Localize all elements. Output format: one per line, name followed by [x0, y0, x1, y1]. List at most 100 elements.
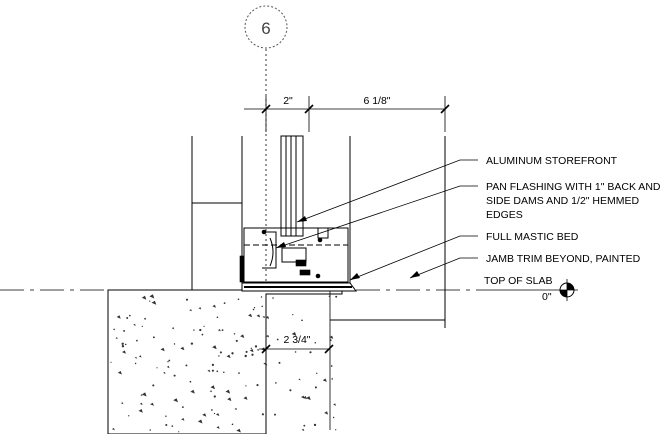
aggregate-speck	[254, 345, 258, 348]
pan-flashing-profile	[262, 231, 277, 269]
aggregate-speck	[141, 325, 143, 328]
aggregate-speck	[113, 328, 115, 331]
aggregate-speck	[231, 352, 234, 355]
aggregate-speck	[248, 313, 253, 318]
aggregate-speck	[150, 402, 154, 406]
aggregate-speck	[156, 367, 158, 369]
dim-bottom: 2 3/4"	[283, 334, 310, 346]
grid-bubble-circle	[244, 5, 288, 49]
aggregate-speck	[331, 378, 334, 380]
anchor-clip	[299, 269, 311, 276]
aggregate-speck	[250, 347, 252, 349]
aggregate-speck	[165, 415, 167, 417]
aggregate-speck	[121, 345, 125, 348]
aggregate-speck	[173, 343, 176, 345]
aggregate-speck	[314, 342, 317, 344]
end-dam	[239, 255, 245, 283]
aggregate-speck	[149, 429, 151, 431]
aggregate-speck	[116, 315, 121, 319]
aggregate-speck	[138, 355, 142, 358]
elevation-marker-icon	[556, 279, 578, 301]
aggregate-speck	[134, 362, 137, 365]
leader-jamb	[409, 257, 478, 279]
aggregate-speck	[301, 428, 305, 431]
aggregate-speck	[303, 396, 307, 400]
note-mastic: FULL MASTIC BED	[486, 231, 579, 243]
aggregate-speck	[171, 327, 175, 330]
elevation-value: 0"	[542, 291, 552, 303]
aggregate-speck	[276, 338, 279, 341]
aggregate-speck	[213, 412, 216, 415]
aggregate-speck	[272, 297, 274, 299]
aggregate-speck	[234, 407, 237, 410]
arrow-storefront	[297, 216, 307, 222]
leader-arrowheads	[276, 216, 420, 280]
aggregate-speck	[173, 398, 178, 403]
aggregate-speck	[329, 335, 334, 339]
aggregate-speck	[227, 397, 232, 402]
aggregate-speck	[136, 339, 138, 342]
aggregate-speck	[294, 351, 297, 353]
aggregate-speck	[301, 395, 305, 399]
aggregate-speck	[256, 384, 259, 387]
aggregate-speck	[265, 316, 270, 319]
aggregate-speck	[124, 343, 127, 346]
mullion-body	[280, 135, 304, 237]
aggregate-speck	[335, 429, 337, 431]
aggregate-speck	[332, 416, 335, 419]
aggregate-speck	[292, 314, 294, 316]
aggregate-speck	[245, 350, 248, 353]
aggregate-speck	[209, 390, 212, 393]
tick-5	[324, 344, 334, 354]
aggregate-speck	[233, 333, 236, 335]
aggregate-speck	[180, 346, 185, 351]
aggregate-speck	[261, 413, 264, 416]
aggregate-speck	[197, 419, 203, 424]
dim-top-right: 6 1/8"	[363, 95, 390, 107]
aggregate-speck	[133, 323, 136, 326]
grid-bubble: 6	[244, 5, 288, 49]
aggregate-speck	[251, 353, 254, 356]
aggregate-speck	[166, 365, 170, 369]
aggregate-speck	[212, 304, 216, 308]
aggregate-speck	[160, 347, 165, 352]
aggregate-speck	[221, 329, 224, 332]
aggregate-speck	[181, 418, 185, 421]
top-dimension-string	[244, 96, 450, 132]
aggregate-speck	[163, 371, 166, 374]
storefront-mullion	[243, 135, 349, 283]
arrow-pan	[276, 242, 286, 248]
aggregate-speck	[324, 411, 329, 415]
aggregate-speck	[263, 362, 268, 366]
aggregate-speck	[275, 382, 277, 384]
setting-block	[295, 259, 307, 267]
aggregate-speck	[171, 425, 174, 427]
aggregate-speck	[243, 396, 248, 400]
aggregate-speck	[217, 329, 221, 332]
aggregate-speck	[262, 315, 265, 319]
aggregate-speck	[216, 316, 219, 319]
bottom-dimension	[259, 344, 334, 354]
aggregate-speck	[225, 389, 231, 394]
aggregate-speck	[128, 415, 130, 417]
aggregate-speck	[236, 428, 241, 433]
aggregate-speck	[185, 364, 188, 367]
aggregate-speck	[314, 386, 317, 389]
aggregate-speck	[298, 378, 301, 381]
glazing-gasket	[317, 227, 329, 239]
leader-storefront	[296, 159, 478, 223]
aggregate-speck	[237, 298, 240, 301]
note-jamb: JAMB TRIM BEYOND, PAINTED	[486, 253, 641, 265]
aggregate-speck	[289, 389, 292, 392]
elevation-label: TOP OF SLAB	[484, 275, 552, 287]
aggregate-speck	[168, 359, 171, 362]
aggregate-speck	[244, 354, 247, 358]
aggregate-speck	[235, 339, 238, 342]
aggregate-speck	[210, 385, 215, 390]
dim-top-left: 2"	[283, 95, 293, 107]
aggregate-speck	[301, 319, 303, 322]
aggregate-speck	[198, 307, 202, 310]
concrete-aggregate	[110, 294, 338, 433]
aggregate-speck	[111, 427, 115, 431]
aggregate-speck	[291, 332, 297, 336]
